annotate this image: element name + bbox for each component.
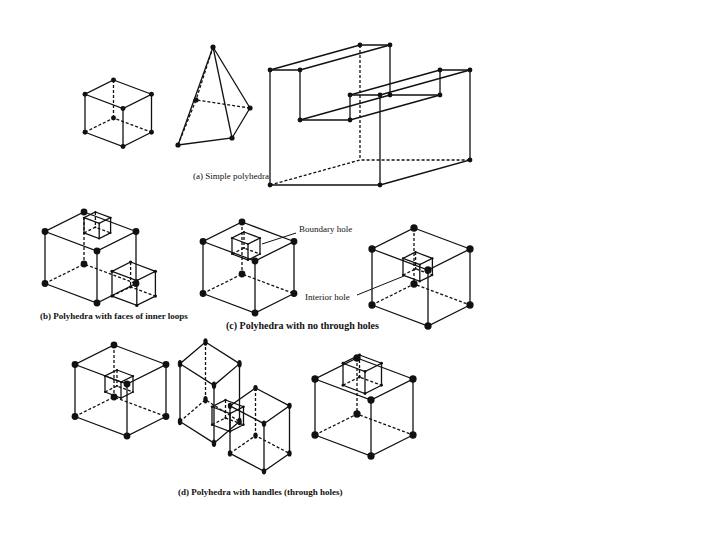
caption-label: (d) Polyhedra with handles (through hole…	[178, 488, 343, 498]
callout-label: Interior hole	[305, 293, 350, 303]
caption-label: (a) Simple polyhedra	[193, 172, 269, 182]
callout-label: Boundary hole	[299, 225, 352, 235]
caption-label: (b) Polyhedra with faces of inner loops	[40, 312, 188, 322]
caption-label: (c) Polyhedra with no through holes	[226, 320, 379, 331]
